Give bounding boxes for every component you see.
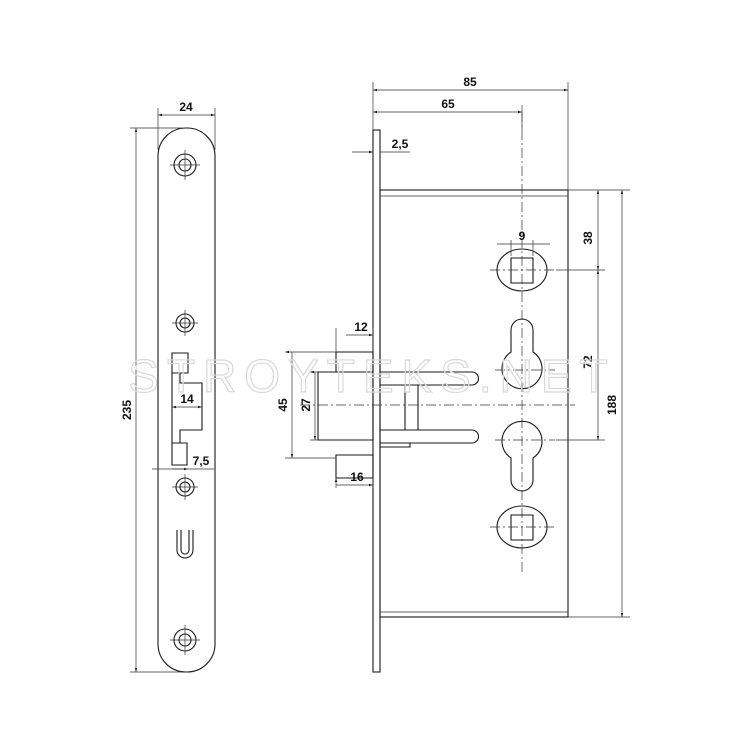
- dim-to-follower: 38: [581, 231, 595, 245]
- dim-strike-width: 24: [179, 100, 193, 114]
- screw-hole-icon: [172, 474, 198, 500]
- dim-faceplate: 2,5: [392, 137, 409, 151]
- dim-follower-to-cylinder: 72: [581, 355, 595, 369]
- follower-hole-icon: [490, 248, 556, 292]
- screw-hole-icon: [170, 625, 200, 655]
- lock-body: [285, 82, 630, 673]
- dim-offset: 7,5: [193, 454, 210, 468]
- bolt-hooks: [380, 371, 480, 444]
- watermark: STROYTEKS.NET: [128, 350, 615, 402]
- dim-latch-throw: 16: [350, 470, 364, 484]
- u-magnet-icon: [176, 530, 194, 559]
- dim-body-height: 188: [605, 395, 619, 415]
- strike-plate: [130, 108, 216, 673]
- latch-opening: [171, 352, 203, 466]
- dim-strike-height: 235: [120, 400, 134, 420]
- dim-backset: 65: [441, 97, 455, 111]
- dim-bolt-throw: 12: [354, 320, 368, 334]
- dim-bolt-height: 27: [299, 398, 313, 412]
- dim-latch-height: 45: [276, 398, 290, 412]
- follower-hole-icon: [490, 505, 556, 549]
- dim-total-depth: 85: [463, 75, 477, 89]
- dim-latch-opening: 14: [180, 392, 194, 406]
- screw-hole-icon: [170, 150, 200, 180]
- dim-spindle: 9: [519, 229, 526, 243]
- screw-hole-icon: [172, 310, 198, 336]
